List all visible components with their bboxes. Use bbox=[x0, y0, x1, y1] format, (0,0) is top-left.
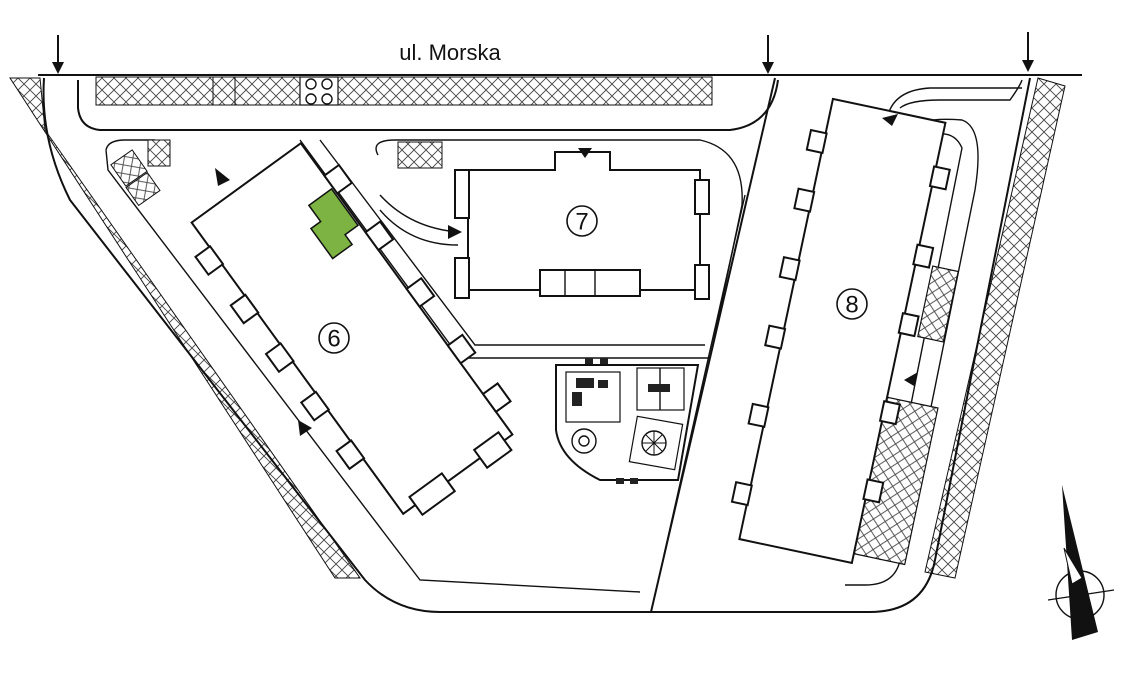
building-8 bbox=[730, 97, 951, 565]
hedge-box bbox=[397, 141, 443, 169]
hedge-box bbox=[147, 139, 171, 167]
entrance-triangle-icon bbox=[298, 420, 312, 436]
inner-road-top bbox=[77, 79, 779, 131]
hedge-box bbox=[917, 265, 959, 343]
hedge-box bbox=[110, 149, 148, 187]
hedge-box bbox=[125, 171, 161, 207]
highlighted-apartment bbox=[307, 187, 360, 260]
entrance-arrow-icon bbox=[1022, 32, 1034, 72]
svg-text:7: 7 bbox=[575, 209, 588, 236]
svg-text:8: 8 bbox=[845, 292, 858, 319]
street-label: ul. Morska bbox=[399, 40, 501, 65]
right-hedge bbox=[924, 77, 1066, 579]
entrance-triangle-icon bbox=[882, 114, 898, 126]
building-number-6: 6 bbox=[318, 322, 350, 354]
entrance-triangle-icon bbox=[904, 372, 918, 386]
svg-text:6: 6 bbox=[327, 326, 340, 353]
inner-road-left bbox=[105, 139, 641, 593]
top-hedge bbox=[95, 76, 713, 106]
north-arrow-icon bbox=[1047, 485, 1115, 640]
entrance-triangle-icon bbox=[215, 168, 230, 186]
inner-road-mid-2 bbox=[319, 139, 705, 346]
building-number-7: 7 bbox=[566, 205, 598, 237]
bins-icon bbox=[299, 76, 339, 106]
playground bbox=[555, 358, 700, 484]
left-hedge bbox=[9, 77, 361, 579]
hedge-divider bbox=[212, 76, 236, 106]
building-6 bbox=[190, 141, 514, 517]
entrance-arrow-icon bbox=[52, 35, 64, 74]
entrance-arrow-icon bbox=[762, 35, 774, 74]
inner-road-mid bbox=[299, 139, 743, 359]
building-number-8: 8 bbox=[836, 288, 868, 320]
outer-road bbox=[42, 77, 1031, 613]
